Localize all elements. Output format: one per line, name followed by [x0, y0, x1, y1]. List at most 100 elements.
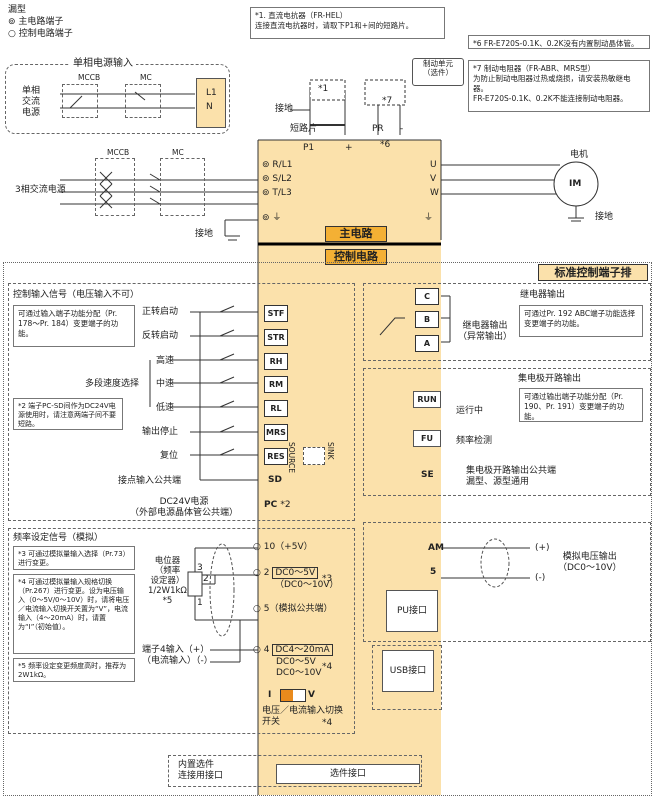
terminal-n: N: [206, 102, 213, 112]
three-phase-source: 3相交流电源: [15, 185, 66, 195]
star-4: *4: [322, 662, 333, 672]
switch-star-4: *4: [322, 718, 333, 728]
note-7: *7 制动电阻器（FR-ABR、MRS型） 为防止制动电阻器过热或烧损，请安装热…: [468, 60, 650, 112]
mc-3phase: [160, 158, 205, 216]
terminal-w: W: [430, 188, 439, 198]
analog-out-group: [363, 522, 651, 642]
mc-label-2: MC: [172, 148, 184, 157]
star-6: *6: [380, 140, 391, 150]
relay-note: 可通过Pr. 192 ABC端子功能选择变更端子的功能。: [519, 305, 643, 337]
current-input-label: 端子4输入（+） （电流输入）（-）: [142, 645, 213, 666]
terminal-v: V: [430, 174, 437, 184]
terminal-ground-out: ⏚: [424, 213, 434, 223]
terminal-t: ⊚ T/L3: [262, 188, 292, 198]
terminal-pc: PC *2: [264, 500, 291, 510]
mccb-single: [62, 84, 98, 118]
pot-pin-3: 3: [197, 563, 203, 573]
pot-pin-2: 2: [203, 574, 209, 584]
motor-label: 电机: [570, 150, 589, 160]
label-stop: 输出停止: [142, 427, 179, 437]
label-dc24: DC24V电源 （外部电源晶体管公共端）: [130, 497, 239, 518]
pu-port[interactable]: PU接口: [386, 590, 438, 632]
usb-port[interactable]: USB接口: [382, 650, 434, 692]
terminal-sd: SD: [268, 475, 282, 485]
terminal-se: SE: [421, 470, 434, 480]
mccb-label-1: MCCB: [78, 73, 101, 82]
option-port[interactable]: 选件接口: [276, 764, 420, 784]
control-input-group: [8, 283, 355, 521]
mc-single: [125, 84, 161, 118]
terminal-2: ○ 2 DC0～5V: [253, 567, 319, 579]
terminal-u: U: [430, 160, 437, 170]
terminal-4-range-a: DC0～5V: [276, 657, 316, 667]
se-label: 集电极开路输出公共端 漏型、源型通用: [466, 466, 557, 487]
open-collector-group: [363, 368, 651, 496]
label-forward: 正转启动: [142, 307, 179, 317]
ground-label-motor: 接地: [595, 212, 614, 222]
option-builtin-label: 内置选件 连接用接口: [178, 760, 224, 781]
terminal-4-range-b: DC0～10V: [276, 668, 322, 678]
freq-title: 频率设定信号（模拟）: [13, 533, 104, 543]
std-terminal-block-outline: [3, 262, 652, 796]
terminal-r: ⊚ R/L1: [262, 160, 293, 170]
terminal-p1: P1: [303, 143, 315, 153]
single-source: 单相 交流 电源: [22, 86, 41, 118]
terminal-2-range: （DC0～10V）: [275, 580, 339, 590]
terminal-rm: RM: [264, 376, 288, 393]
switch-label: 电压／电流输入切换 开关: [262, 706, 344, 727]
control-input-title: 控制输入信号（电压输入不可）: [13, 290, 140, 300]
am-plus: (+): [535, 543, 550, 553]
main-circuit-banner: 主电路: [325, 226, 387, 242]
relay-title: 继电器输出: [520, 290, 566, 300]
terminal-4: ○ 4 DC4～20mA: [253, 644, 333, 656]
motor-im: IM: [569, 179, 582, 189]
label-common: 接点输入公共端: [118, 476, 182, 486]
run-label: 运行中: [456, 406, 484, 416]
control-circuit-banner: 控制电路: [325, 249, 387, 265]
single-phase-title: 单相电源输入: [70, 58, 136, 69]
single-terminal-block: [196, 78, 226, 128]
oc-title: 集电极开路输出: [518, 374, 582, 384]
terminal-l1: L1: [206, 88, 217, 98]
source-sink-jumper[interactable]: [303, 447, 325, 465]
terminal-am: AM: [428, 543, 444, 553]
terminal-5: ○ 5（模拟公共端）: [253, 604, 333, 614]
am-minus: (-): [535, 573, 546, 583]
terminal-c: C: [415, 288, 439, 305]
terminal-b: B: [415, 311, 439, 328]
terminal-rl: RL: [264, 400, 288, 417]
relay-output-group: [363, 283, 651, 361]
note-1: *1. 直流电抗器（FR-HEL） 连接直流电抗器时，请取下P1和+间的短路片。: [250, 7, 445, 39]
control-input-note-2: *2 端子PC-SD间作为DC24V电源使用时，请注意两端子间不要短路。: [13, 398, 123, 430]
mccb-3phase: [95, 158, 135, 216]
freq-note-3: *3 可通过模拟量输入选择（Pr.73）进行变更。: [13, 546, 135, 570]
terminal-res: RES: [264, 448, 288, 465]
switch-v-label: V: [308, 690, 315, 700]
terminal-fu: FU: [413, 430, 441, 447]
terminal-stf: STF: [264, 305, 288, 322]
label-reverse: 反转启动: [142, 331, 179, 341]
terminal-s: ⊚ S/L2: [262, 174, 292, 184]
mc-label-1: MC: [140, 73, 152, 82]
terminal-minus: -: [400, 124, 404, 134]
ground-label-in: 接地: [195, 229, 214, 239]
option-port-outline: [168, 755, 422, 787]
label-low: 低速: [156, 403, 175, 413]
terminal-pr: PR: [372, 124, 384, 134]
std-terminal-block-banner: 标准控制端子排: [538, 264, 648, 281]
voltage-current-switch[interactable]: [280, 689, 306, 702]
terminal-rh: RH: [264, 353, 288, 370]
relay-label: 继电器输出 （异常输出）: [458, 321, 513, 342]
terminal-10: ○ 10（+5V）: [253, 542, 313, 552]
legend-control: ○ 控制电路端子: [8, 29, 73, 39]
oc-note: 可通过输出端子功能分配（Pr. 190、Pr. 191）变更端子的功能。: [519, 388, 643, 422]
short-plate-label: 短路片: [290, 124, 318, 134]
freq-note-4: *4 可通过模拟量输入规格切换（Pr.267）进行变更。设为电压输入（0～5V/…: [13, 574, 135, 654]
label-multi-speed: 多段速度选择: [85, 379, 140, 389]
terminal-run: RUN: [413, 391, 441, 408]
terminal-plus: +: [345, 143, 353, 153]
note-6: *6 FR-E720S-0.1K、0.2K没有内置制动晶体管。: [468, 35, 650, 49]
label-mid: 中速: [156, 379, 175, 389]
mccb-label-2: MCCB: [107, 148, 130, 157]
switch-i-label: I: [268, 690, 272, 700]
